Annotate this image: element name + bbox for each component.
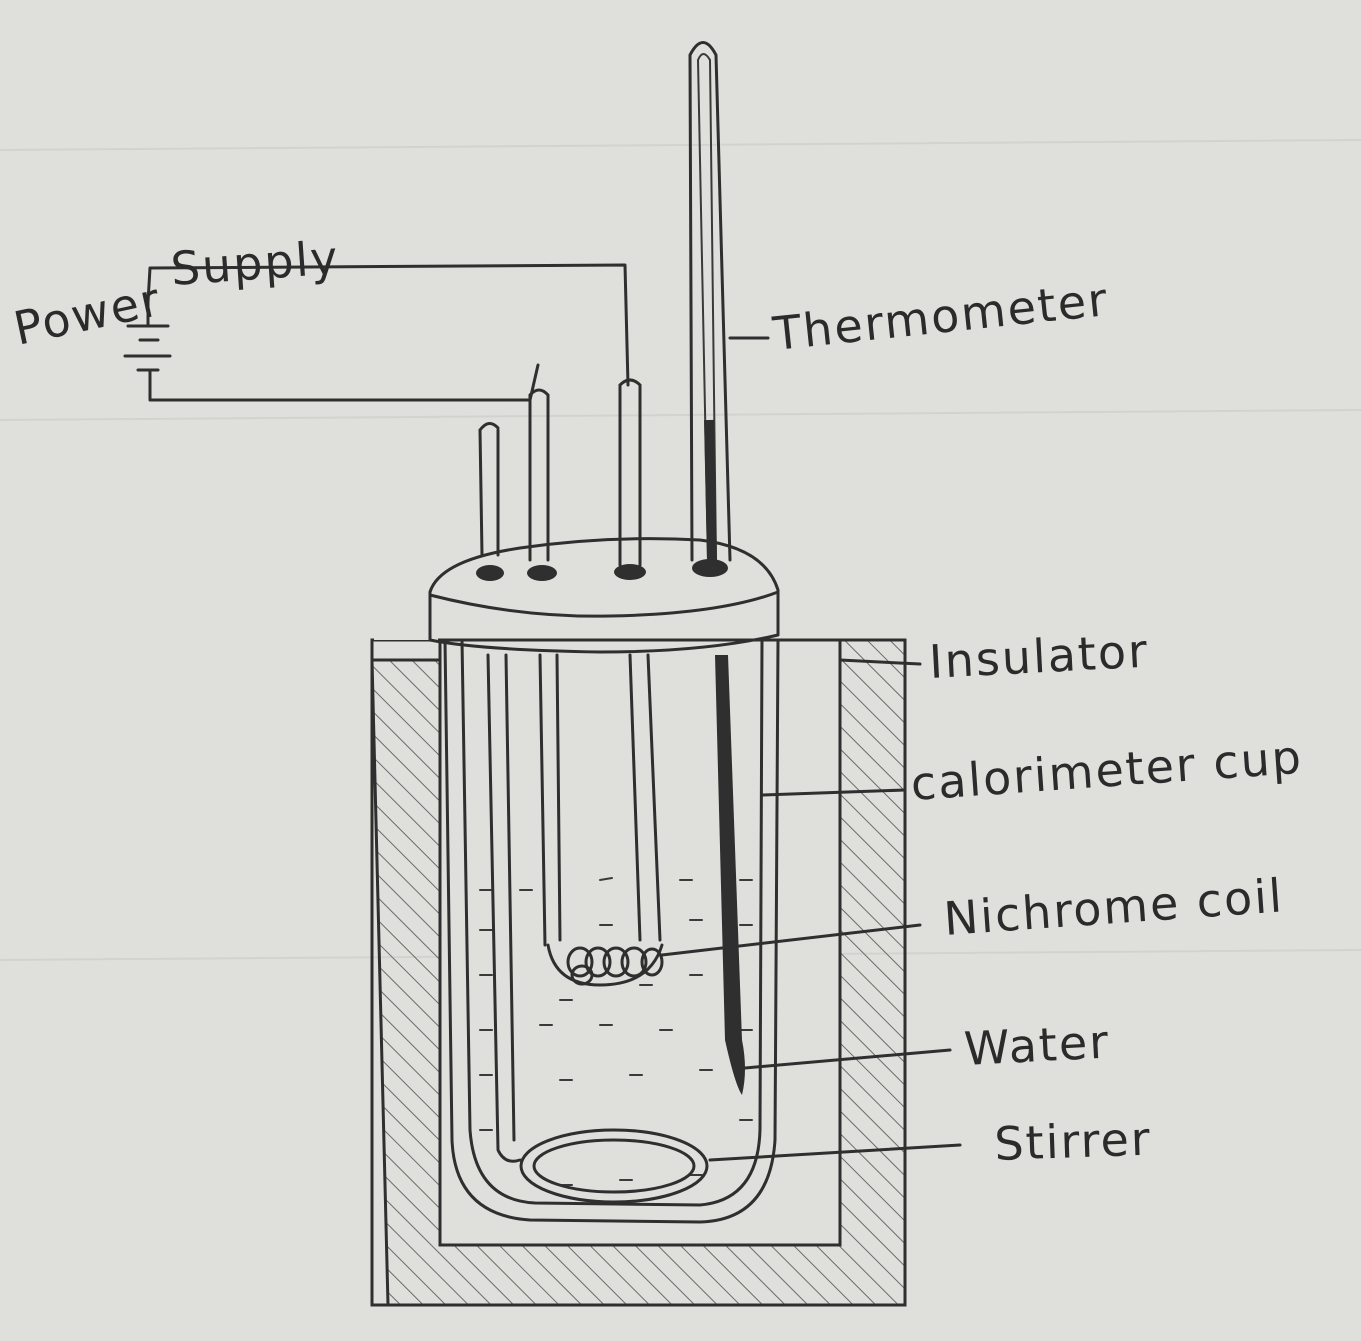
label-thermometer: Thermometer <box>770 272 1112 361</box>
label-power: Power <box>9 272 166 356</box>
label-nichrome-coil: Nichrome coil <box>942 868 1285 946</box>
label-calorimeter-cup: calorimeter cup <box>909 730 1305 811</box>
label-insulator: Insulator <box>928 624 1150 689</box>
lid <box>430 539 778 652</box>
insulator-top-gap-left <box>374 636 438 640</box>
label-stirrer: Stirrer <box>993 1112 1152 1171</box>
label-supply: Supply <box>169 230 341 296</box>
label-water: Water <box>963 1014 1112 1076</box>
stirrer-rod <box>480 423 498 555</box>
